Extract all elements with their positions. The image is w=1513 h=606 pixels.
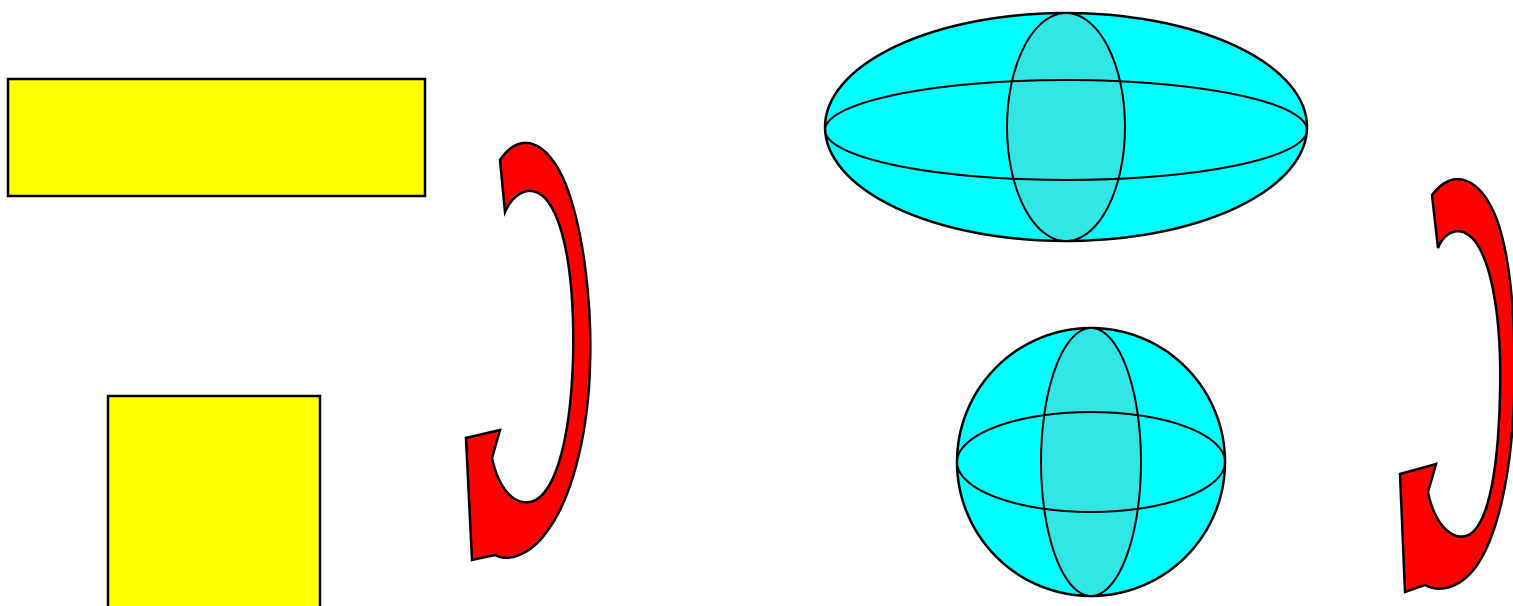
- tall-rectangle: [108, 396, 320, 606]
- ellipsoid: [825, 13, 1307, 241]
- left-rotation-arrow-icon: [466, 143, 590, 560]
- right-group: [825, 13, 1513, 596]
- wide-rectangle: [8, 79, 425, 196]
- sphere-vertical-section: [1041, 328, 1141, 596]
- right-rotation-arrow-icon: [1400, 179, 1513, 592]
- left-group: [8, 79, 590, 606]
- ellipsoid-vertical-section: [1007, 13, 1125, 241]
- sphere: [957, 328, 1225, 596]
